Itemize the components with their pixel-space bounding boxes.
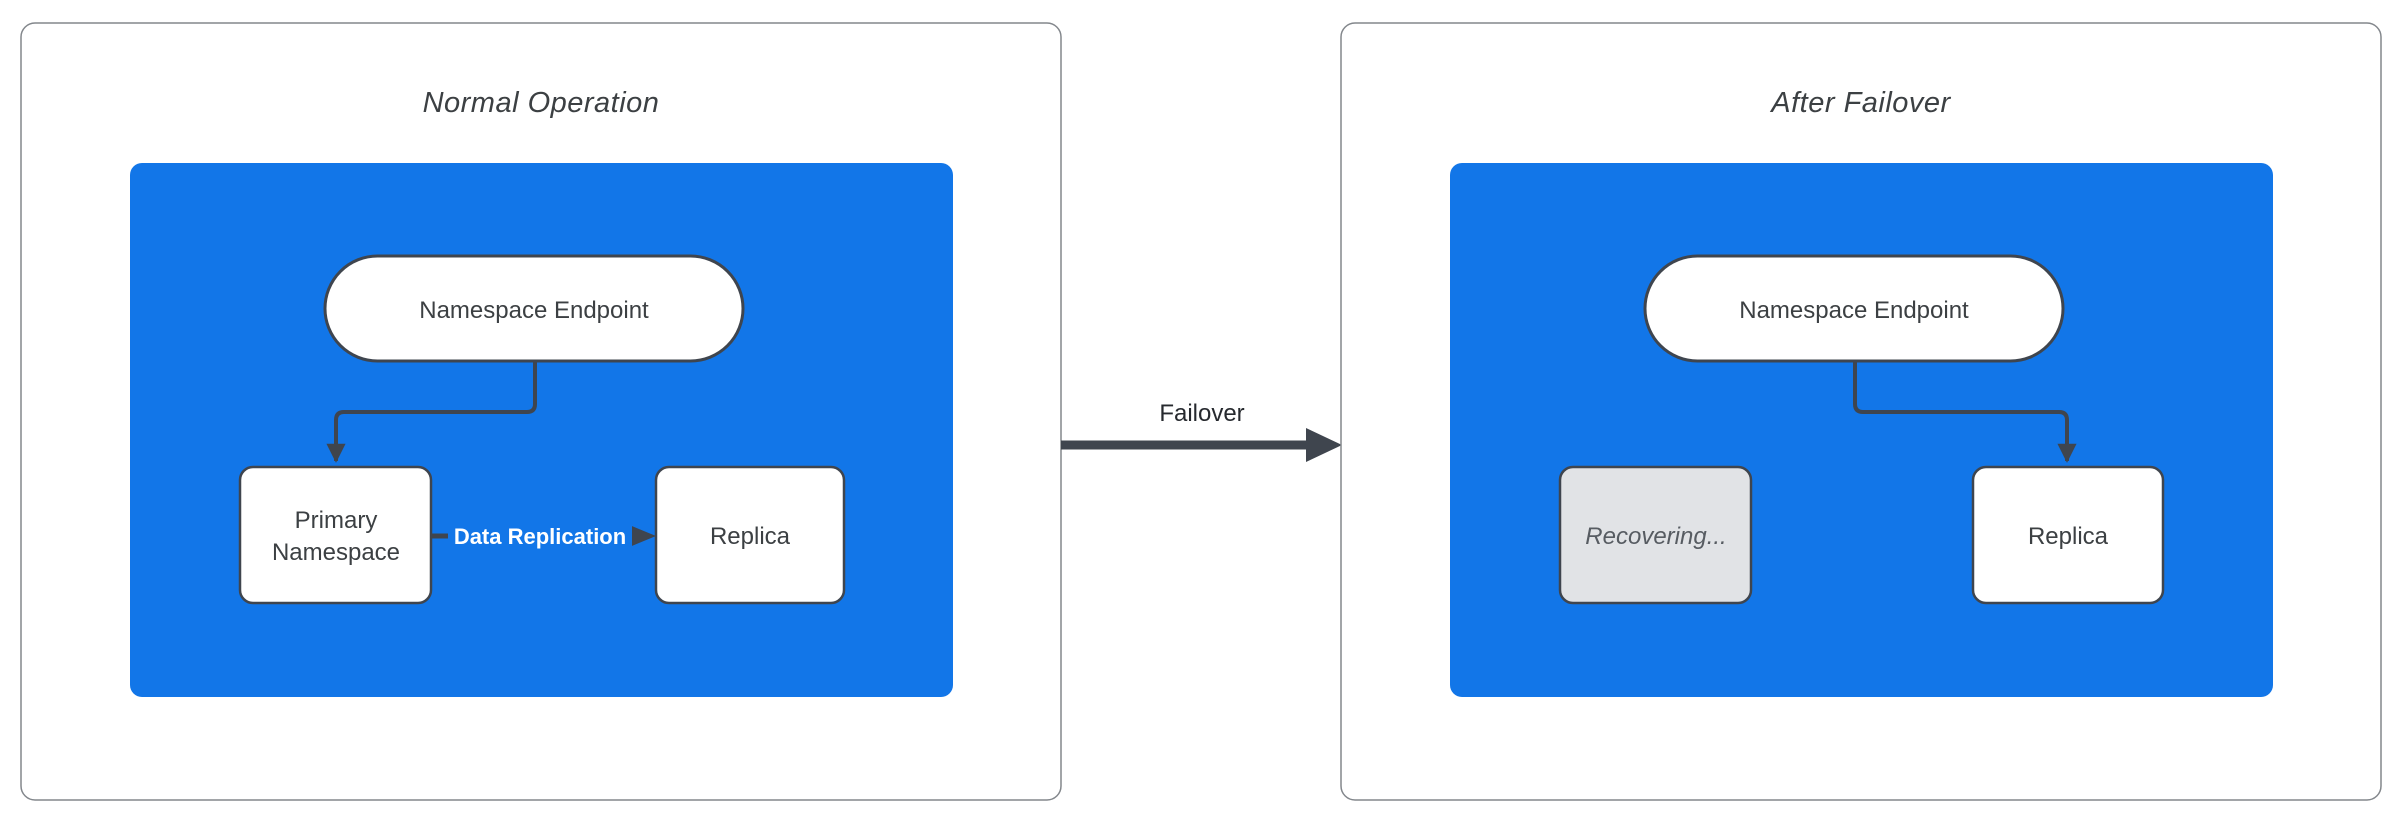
panel-normal-title: Normal Operation <box>423 87 660 119</box>
node-primary-label-line1: Primary <box>295 507 378 534</box>
node-recovering <box>1558 465 1753 605</box>
node-primary-namespace <box>238 465 433 605</box>
failover-cluster-region <box>1450 163 2273 697</box>
normal-cluster-region <box>130 163 953 697</box>
node-replica-failover-label: Replica <box>2028 523 2109 550</box>
node-replica-normal <box>654 465 846 605</box>
node-replica-failover <box>1971 465 2165 605</box>
edge-data-replication-label: Data Replication <box>454 524 626 549</box>
node-primary-label-line2: Namespace <box>272 539 400 566</box>
node-endpoint-failover-label: Namespace Endpoint <box>1739 297 1969 324</box>
edge-endpoint-to-primary <box>326 361 537 463</box>
failover-arrow-head <box>1306 428 1342 462</box>
edge-data-replication-label-backing <box>448 520 632 553</box>
panel-failover-title: After Failover <box>1769 87 1951 119</box>
edge-endpoint-to-replica <box>1853 361 2077 463</box>
node-endpoint-normal <box>323 254 745 363</box>
node-endpoint-normal-label: Namespace Endpoint <box>419 297 649 324</box>
node-endpoint-failover <box>1643 254 2065 363</box>
panel-after-failover: After Failover Namespace Endpoint Recove… <box>1340 22 2382 801</box>
node-recovering-label: Recovering... <box>1585 523 1726 550</box>
panel-normal-operation: Normal Operation Namespace Endpoint Prim… <box>20 22 1062 801</box>
failover-transition-label: Failover <box>1159 400 1244 427</box>
node-replica-normal-label: Replica <box>710 523 791 550</box>
failover-transition: Failover <box>1061 400 1342 462</box>
